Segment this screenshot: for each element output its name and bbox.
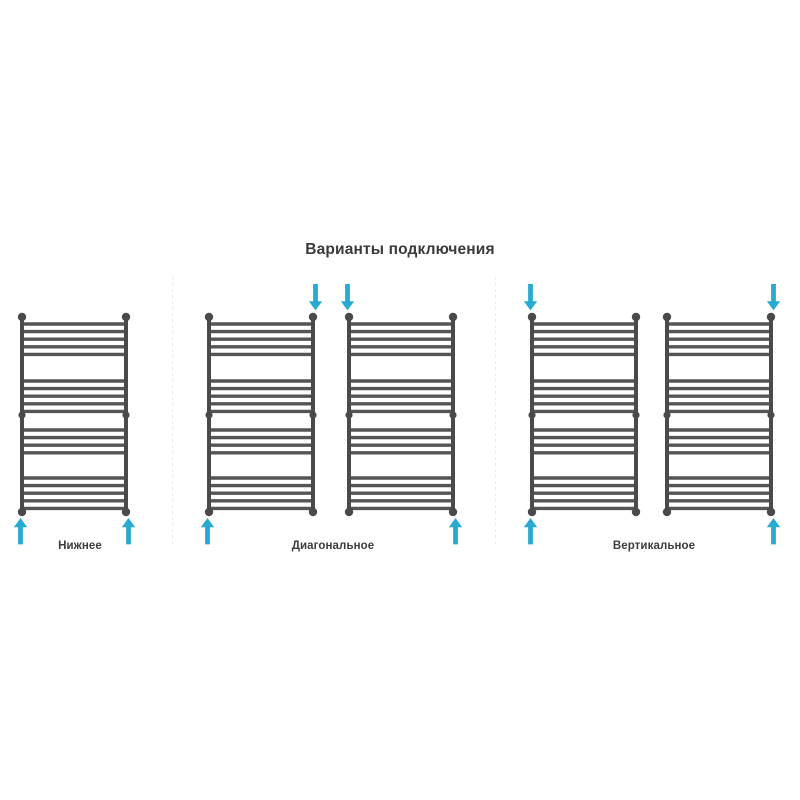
nizhnee-inlet-arrow-bottom-right xyxy=(121,518,136,545)
vertikalnoe-inlet-arrow-top-left xyxy=(523,284,538,311)
radiator-joint-mid-left xyxy=(663,411,671,419)
panel-caption-vertikalnoe: Вертикальное xyxy=(612,540,696,552)
radiator-knob-bottom-left xyxy=(527,507,537,517)
diagonalnoe-inlet-arrow-bottom-right xyxy=(448,518,463,545)
radiator-knob-bottom-left xyxy=(17,507,27,517)
diagonalnoe-inlet-arrow-top-left xyxy=(340,284,355,311)
radiator-knob-top-left xyxy=(17,312,27,322)
radiator-joint-mid-right xyxy=(122,411,130,419)
radiator-knob-top-left xyxy=(527,312,537,322)
radiator-knob-bottom-right xyxy=(448,507,458,517)
radiator-knob-bottom-right xyxy=(631,507,641,517)
radiator-knob-top-right xyxy=(121,312,131,322)
arrow-glyph-down xyxy=(308,284,322,311)
arrow-glyph-up xyxy=(523,518,537,545)
radiator-knob-top-right xyxy=(308,312,318,322)
radiator-knob-top-right xyxy=(631,312,641,322)
arrow-glyph-up xyxy=(13,518,27,545)
radiator-knob-bottom-left xyxy=(344,507,354,517)
radiator-joint-mid-right xyxy=(309,411,317,419)
radiator-knob-bottom-right xyxy=(308,507,318,517)
radiator-knob-top-right xyxy=(448,312,458,322)
radiator-knob-top-right xyxy=(766,312,776,322)
radiator-knob-bottom-right xyxy=(766,507,776,517)
vertikalnoe-inlet-arrow-bottom-right xyxy=(766,518,781,545)
diagonalnoe-inlet-arrow-top-right xyxy=(308,284,323,311)
radiator-knob-bottom-left xyxy=(662,507,672,517)
arrow-glyph-down xyxy=(766,284,780,311)
radiator-knob-top-left xyxy=(204,312,214,322)
arrow-glyph-down xyxy=(340,284,354,311)
radiator-vertikalnoe-1 xyxy=(524,310,644,519)
radiator-joint-mid-right xyxy=(449,411,457,419)
vertikalnoe-inlet-arrow-top-right xyxy=(766,284,781,311)
page-title: Варианты подключения xyxy=(305,241,495,258)
radiator-joint-mid-left xyxy=(345,411,353,419)
arrow-glyph-down xyxy=(523,284,537,311)
panel-caption-diagonalnoe: Диагональное xyxy=(291,540,375,552)
panel-divider-1 xyxy=(172,277,173,545)
arrow-glyph-up xyxy=(121,518,135,545)
radiator-knob-top-left xyxy=(662,312,672,322)
vertikalnoe-inlet-arrow-bottom-left xyxy=(523,518,538,545)
radiator-knob-top-left xyxy=(344,312,354,322)
radiator-knob-bottom-right xyxy=(121,507,131,517)
radiator-joint-mid-left xyxy=(18,411,26,419)
arrow-glyph-up xyxy=(766,518,780,545)
radiator-diagonalnoe-1 xyxy=(201,310,321,519)
radiator-vertikalnoe-2 xyxy=(659,310,779,519)
diagonalnoe-inlet-arrow-bottom-left xyxy=(200,518,215,545)
radiator-joint-mid-left xyxy=(205,411,213,419)
nizhnee-inlet-arrow-bottom-left xyxy=(13,518,28,545)
arrow-glyph-up xyxy=(448,518,462,545)
radiator-knob-bottom-left xyxy=(204,507,214,517)
radiator-diagonalnoe-2 xyxy=(341,310,461,519)
radiator-joint-mid-left xyxy=(528,411,536,419)
radiator-joint-mid-right xyxy=(632,411,640,419)
arrow-glyph-up xyxy=(200,518,214,545)
radiator-nizhnee-1 xyxy=(14,310,134,519)
panel-caption-nizhnee: Нижнее xyxy=(58,540,102,552)
radiator-joint-mid-right xyxy=(767,411,775,419)
panel-divider-2 xyxy=(495,277,496,545)
